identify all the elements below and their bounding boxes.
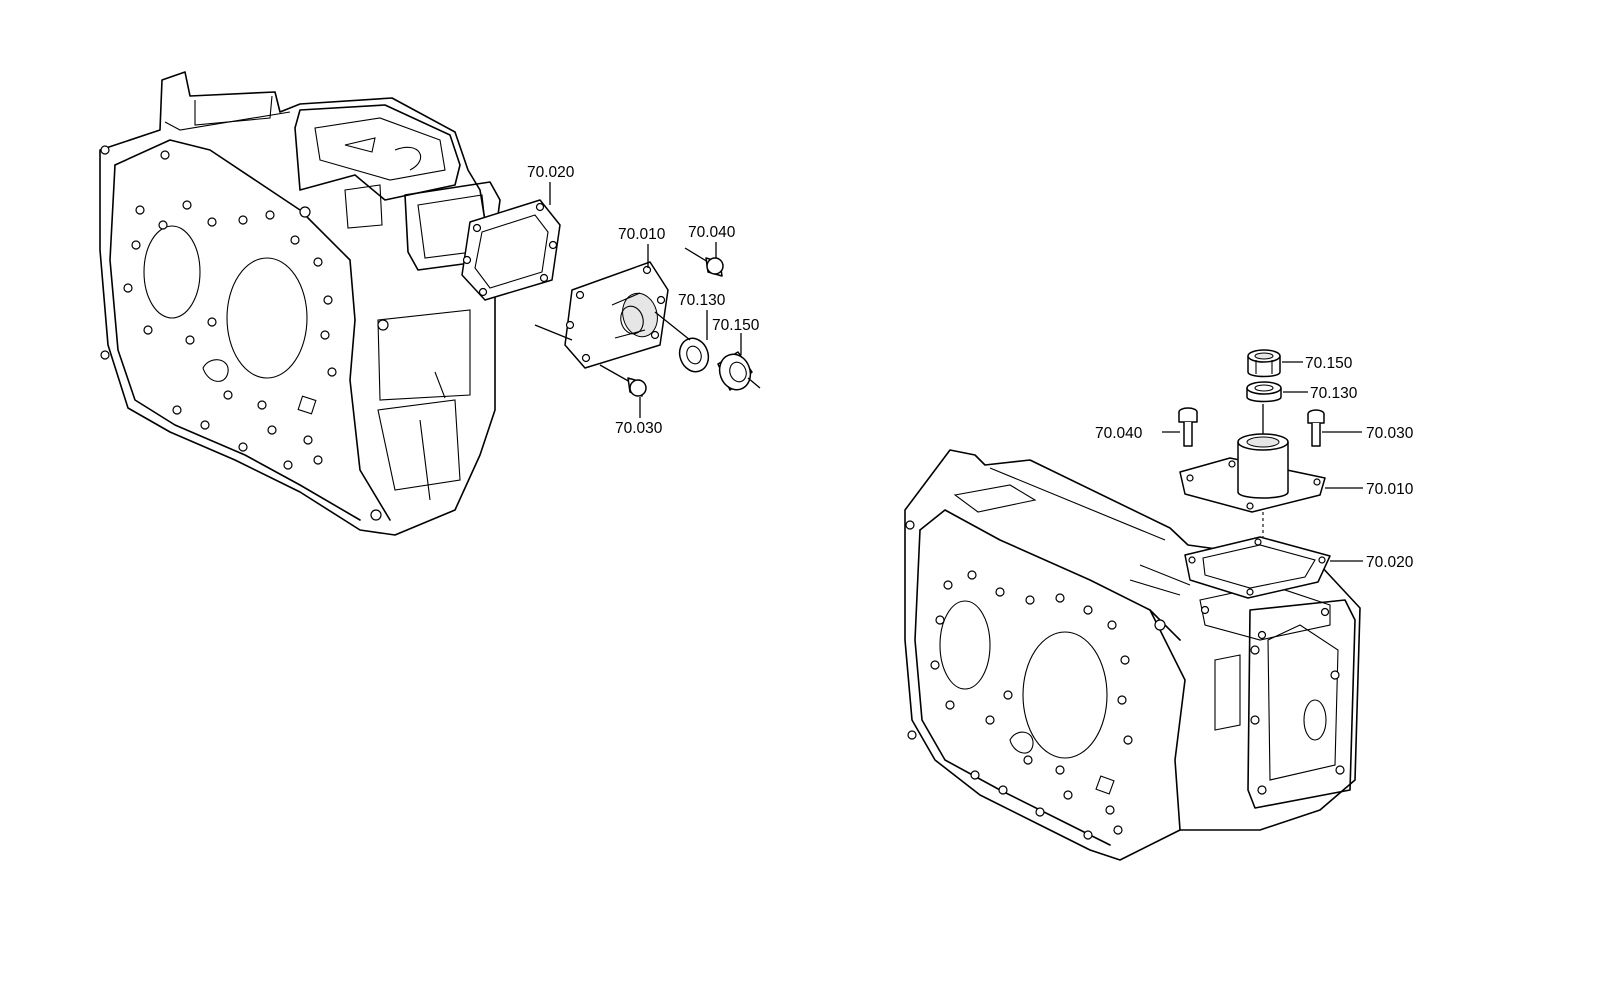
left-part-collar-nut <box>717 351 761 391</box>
right-view: 70.150 70.130 70.040 70.030 70.010 70.02… <box>904 349 1414 861</box>
right-part-bolt-right <box>1307 409 1325 447</box>
left-housing-bolt-holes <box>100 145 389 521</box>
left-callout-labels: 70.020 70.010 70.040 70.130 70.150 70.03… <box>527 164 760 437</box>
left-callout-70-040: 70.040 <box>688 224 736 241</box>
right-callout-70-040: 70.040 <box>1095 425 1143 442</box>
left-part-cover <box>564 261 669 369</box>
right-callout-70-010: 70.010 <box>1366 481 1414 498</box>
left-gearbox-housing <box>99 71 501 536</box>
left-part-seal-ring <box>678 337 710 373</box>
right-part-gasket <box>1184 536 1331 599</box>
right-leader-lines <box>1162 361 1363 562</box>
right-gearbox-housing <box>904 449 1361 861</box>
left-callout-70-150: 70.150 <box>712 317 760 334</box>
left-callout-70-030: 70.030 <box>615 420 663 437</box>
left-callout-70-130: 70.130 <box>678 292 726 309</box>
left-part-gasket <box>461 199 561 301</box>
left-view: 70.020 70.010 70.040 70.130 70.150 70.03… <box>99 71 761 536</box>
right-part-collar-nut <box>1247 349 1281 378</box>
left-part-bolt-lower <box>599 364 647 397</box>
right-part-cover <box>1179 433 1326 513</box>
right-callout-labels: 70.150 70.130 70.040 70.030 70.010 70.02… <box>1095 355 1414 571</box>
right-housing-bolt-holes <box>905 520 1345 840</box>
right-part-bolt-left <box>1178 407 1198 447</box>
right-callout-70-030: 70.030 <box>1366 425 1414 442</box>
right-callout-70-130: 70.130 <box>1310 385 1358 402</box>
right-callout-70-150: 70.150 <box>1305 355 1353 372</box>
right-callout-70-020: 70.020 <box>1366 554 1414 571</box>
left-callout-70-010: 70.010 <box>618 226 666 243</box>
right-part-seal-ring <box>1246 381 1282 403</box>
left-callout-70-020: 70.020 <box>527 164 575 181</box>
left-part-bolt-upper <box>684 247 724 277</box>
left-leader-lines <box>549 182 742 418</box>
